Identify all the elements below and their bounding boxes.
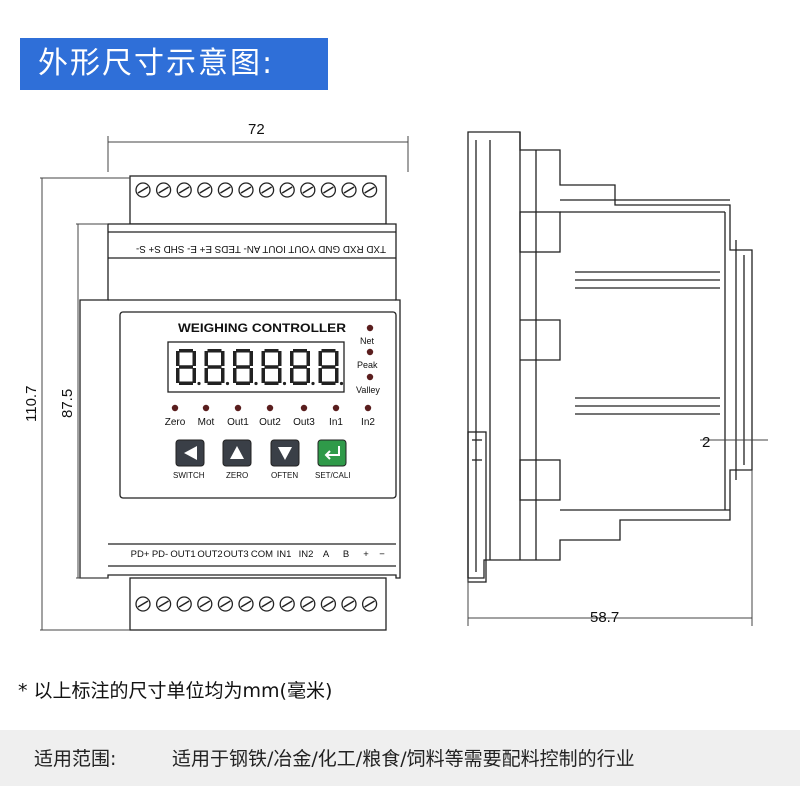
indicator-leds: Zero Mot Out1 Out2 Out3 In1 In2 <box>165 404 375 428</box>
terminal-screw <box>238 182 254 198</box>
side-view <box>467 131 753 583</box>
front-dimensions <box>40 136 409 631</box>
led-label-net: Net <box>360 336 375 346</box>
terminal-screw <box>279 596 295 612</box>
svg-text:In2: In2 <box>361 417 375 428</box>
bottom-terminal-label: PD+ <box>131 549 150 560</box>
down-arrow-icon <box>278 447 292 460</box>
bottom-terminal-label: OUT3 <box>223 549 248 560</box>
bottom-terminal-label: COM <box>251 549 273 560</box>
side-outline <box>467 131 753 579</box>
bottom-terminal-label: + <box>363 549 369 560</box>
footer-text: 适用于钢铁/冶金/化工/粮食/饲料等需要配料控制的行业 <box>172 748 635 770</box>
led-valley <box>366 373 374 381</box>
led-net <box>366 324 374 332</box>
svg-text:Zero: Zero <box>165 417 186 428</box>
svg-text:Mot: Mot <box>198 417 215 428</box>
terminal-screw <box>217 596 234 612</box>
bottom-terminal-label: PD- <box>152 549 168 560</box>
switch-button-label: SWITCH <box>173 471 205 480</box>
dim-width-label: 72 <box>248 121 265 138</box>
top-terminal-labels: TXD RXD GND YOUT IOUT AN- TEDS E+ E- SHD… <box>136 243 386 255</box>
dim-offset-label: 2 <box>702 434 710 451</box>
terminal-screw <box>135 182 151 198</box>
indicator-led: Out1 <box>227 404 249 428</box>
bottom-terminal-label: − <box>379 549 385 560</box>
up-arrow-icon <box>230 446 244 459</box>
svg-text:In1: In1 <box>329 417 343 428</box>
terminal-screw <box>155 182 172 198</box>
display-digit <box>176 349 201 386</box>
display-digit <box>261 349 287 386</box>
set-cali-button[interactable]: SET/CALI <box>315 439 351 480</box>
often-button[interactable]: OFTEN <box>270 439 300 480</box>
bottom-terminal-label: B <box>343 549 349 560</box>
terminal-screw <box>361 596 378 612</box>
svg-text:Out3: Out3 <box>293 417 315 428</box>
terminal-screw <box>320 182 337 198</box>
status-leds: Net Peak Valley <box>356 324 380 395</box>
indicator-led: In1 <box>329 404 343 428</box>
dim-body-height-label: 87.5 <box>59 389 76 418</box>
terminal-screw <box>341 596 357 612</box>
zero-button-label: ZERO <box>226 471 248 480</box>
svg-text:Out2: Out2 <box>259 417 281 428</box>
display-digit <box>290 349 315 386</box>
bottom-terminal-label: OUT1 <box>170 549 195 560</box>
units-note: * 以上标注的尺寸单位均为mm(毫米) <box>18 680 333 702</box>
often-button-label: OFTEN <box>271 471 298 480</box>
display-digit <box>318 349 344 386</box>
panel-buttons: SWITCH ZERO OFTEN SET/CALI <box>173 439 351 480</box>
switch-button[interactable]: SWITCH <box>173 439 205 480</box>
footer-label: 适用范围: <box>34 748 117 770</box>
panel-heading: WEIGHING CONTROLLER <box>178 321 346 335</box>
display-digit <box>204 349 230 386</box>
indicator-led: Mot <box>198 404 215 428</box>
set-cali-button-label: SET/CALI <box>315 471 351 480</box>
terminal-screw <box>155 596 172 612</box>
front-panel <box>119 311 397 499</box>
terminal-screw <box>176 596 192 612</box>
indicator-led: Out2 <box>259 404 281 428</box>
bottom-terminal-label: A <box>323 549 330 560</box>
terminal-screw <box>300 182 316 198</box>
svg-text:Out1: Out1 <box>227 417 249 428</box>
dim-total-height-label: 110.7 <box>23 386 40 422</box>
bottom-terminal-label: IN2 <box>299 549 314 560</box>
terminal-screw <box>258 182 275 198</box>
terminal-screw <box>258 596 275 612</box>
terminal-screw <box>341 182 357 198</box>
terminal-screw <box>238 596 254 612</box>
bottom-terminal-label: IN1 <box>277 549 292 560</box>
indicator-led: Zero <box>165 404 186 428</box>
led-label-peak: Peak <box>357 360 378 370</box>
enter-icon <box>324 446 340 460</box>
terminal-screw <box>176 182 192 198</box>
terminal-screw <box>197 596 213 612</box>
led-peak <box>366 348 374 356</box>
top-terminal-screws <box>135 182 378 198</box>
terminal-screw <box>300 596 316 612</box>
bottom-terminal-screws <box>135 596 378 612</box>
page-title: 外形尺寸示意图: <box>20 38 328 90</box>
footer-bar: 适用范围: 适用于钢铁/冶金/化工/粮食/饲料等需要配料控制的行业 <box>0 730 800 786</box>
terminal-screw <box>320 596 337 612</box>
display-digit <box>233 349 258 386</box>
left-arrow-icon <box>184 446 197 460</box>
led-label-valley: Valley <box>356 385 380 395</box>
indicator-led: Out3 <box>293 404 315 428</box>
zero-button[interactable]: ZERO <box>222 439 252 480</box>
dim-depth-label: 58.7 <box>590 609 619 626</box>
bottom-terminal-label: OUT2 <box>197 549 222 560</box>
terminal-screw <box>279 182 295 198</box>
seven-segment-display <box>176 349 344 386</box>
terminal-screw <box>217 182 234 198</box>
terminal-screw <box>135 596 151 612</box>
terminal-screw <box>361 182 378 198</box>
terminal-screw <box>197 182 213 198</box>
indicator-led: In2 <box>361 404 375 428</box>
side-dimensions <box>467 439 768 626</box>
